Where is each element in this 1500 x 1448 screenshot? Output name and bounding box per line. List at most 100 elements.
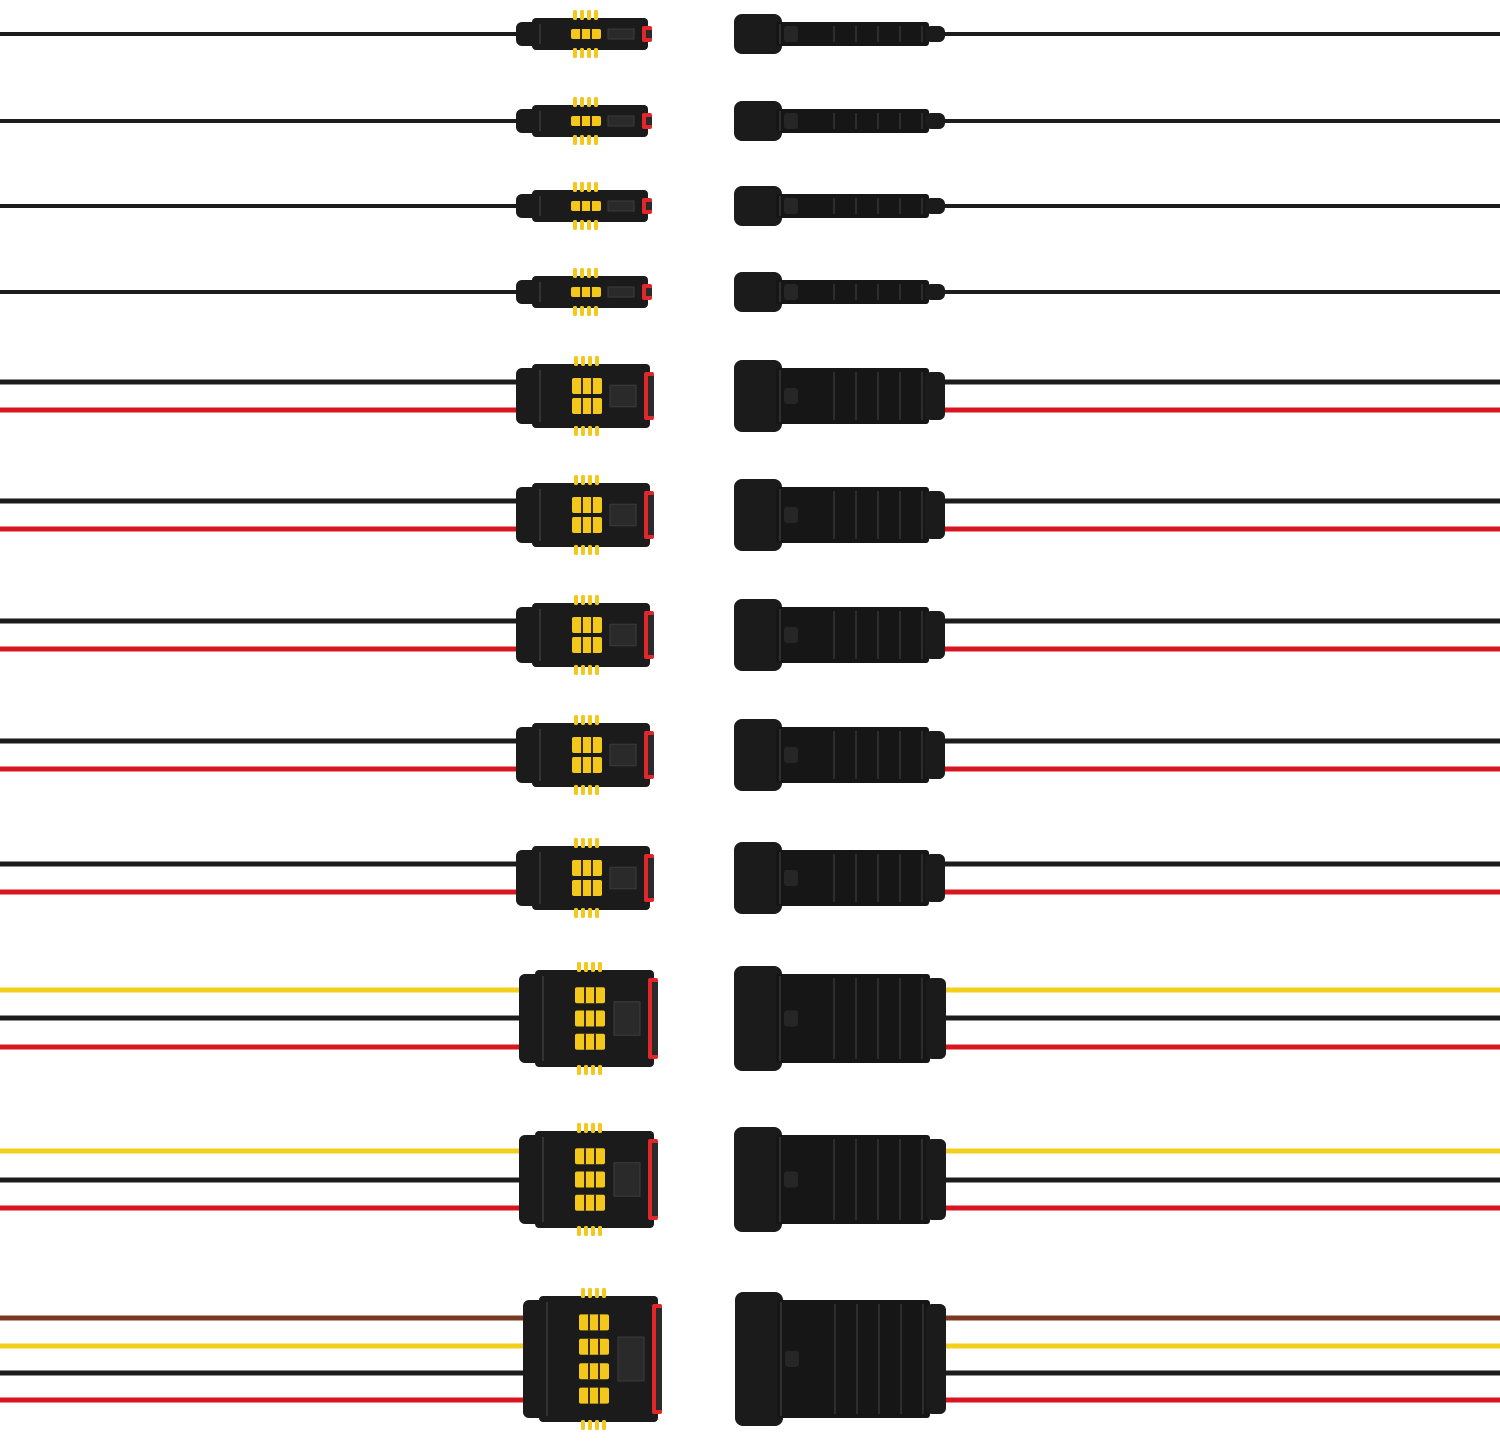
male-connector (734, 842, 945, 914)
latch-recess (609, 503, 637, 527)
latch-bump (784, 870, 798, 886)
female-connector (516, 182, 652, 230)
seal-rib (587, 182, 591, 192)
seal-rib (588, 1288, 592, 1298)
male-connector (735, 1292, 946, 1426)
seal-rib (591, 1065, 595, 1075)
female-connector (519, 962, 658, 1075)
front-collar (734, 360, 782, 432)
latch-bump (784, 284, 798, 300)
connector-pair-row (0, 595, 1500, 675)
seal-rib (595, 838, 599, 848)
seal-rib (595, 1288, 599, 1298)
latch-recess (609, 384, 637, 408)
female-connector (516, 356, 654, 436)
seal-rib (594, 306, 598, 316)
seal-rib (574, 838, 578, 848)
seal-rib (574, 545, 578, 555)
male-body (776, 727, 929, 783)
seal-rib (573, 182, 577, 192)
seal-rib (580, 135, 584, 145)
rear-boot (925, 731, 945, 779)
housing-body (532, 846, 650, 910)
seal-rib (598, 1226, 602, 1236)
latch-bump (784, 26, 798, 42)
female-connector (516, 10, 652, 58)
front-collar (735, 1292, 783, 1426)
male-connector (734, 14, 945, 54)
seal-rib (577, 1065, 581, 1075)
connector-pair-row (0, 268, 1500, 316)
seal-rib (598, 962, 602, 972)
seal-rib (588, 715, 592, 725)
seal-rib (595, 595, 599, 605)
male-body (776, 194, 929, 218)
seal-rib (588, 1420, 592, 1430)
tab-slot (652, 1143, 658, 1216)
connector-pair-row (0, 10, 1500, 58)
tab-slot (646, 288, 652, 296)
seal-rib (587, 306, 591, 316)
seal-rib (574, 908, 578, 918)
rear-boot (926, 1139, 946, 1220)
seal-rib (574, 475, 578, 485)
latch-recess (613, 1001, 641, 1036)
seal-rib (587, 97, 591, 107)
front-collar (734, 599, 782, 671)
seal-rib (602, 1288, 606, 1298)
male-connector (734, 360, 945, 432)
latch-bump (784, 627, 798, 643)
female-connector (516, 838, 654, 918)
female-connector (519, 1123, 658, 1236)
tab-slot (648, 735, 654, 775)
front-collar (734, 186, 782, 226)
latch-recess (609, 743, 637, 767)
seal-window (575, 1194, 605, 1211)
seal-rib (581, 1288, 585, 1298)
seal-rib (591, 1226, 595, 1236)
rear-boot (926, 1304, 946, 1414)
connector-pair-row (0, 838, 1500, 918)
seal-rib (594, 135, 598, 145)
seal-rib (581, 715, 585, 725)
housing-body (532, 603, 650, 667)
male-connector (734, 479, 945, 551)
seal-rib (595, 715, 599, 725)
seal-rib (584, 1065, 588, 1075)
male-body (776, 487, 929, 543)
female-connector (516, 715, 654, 795)
seal-rib (594, 48, 598, 58)
male-connector (734, 1127, 946, 1232)
seal-window (571, 201, 601, 211)
seal-rib (580, 306, 584, 316)
latch-bump (784, 198, 798, 214)
male-connector (734, 272, 945, 312)
seal-window (572, 517, 602, 533)
seal-rib (581, 475, 585, 485)
seal-window (575, 1171, 605, 1188)
male-body (776, 974, 930, 1063)
seal-window (579, 1338, 609, 1355)
latch-recess (613, 1162, 641, 1197)
housing-body (539, 1296, 658, 1422)
seal-rib (574, 715, 578, 725)
tab-slot (648, 858, 654, 898)
latch-recess (607, 115, 635, 127)
male-body (776, 109, 929, 133)
seal-rib (595, 785, 599, 795)
front-collar (734, 966, 782, 1071)
rear-boot (925, 372, 945, 420)
tab-slot (646, 30, 652, 38)
latch-bump (784, 1171, 798, 1188)
female-connector (516, 97, 652, 145)
front-collar (734, 719, 782, 791)
male-body (776, 22, 929, 46)
rear-boot (925, 611, 945, 659)
rear-boot (925, 854, 945, 902)
latch-bump (784, 113, 798, 129)
latch-recess (609, 623, 637, 647)
rear-boot (926, 978, 946, 1059)
male-connector (734, 599, 945, 671)
seal-rib (573, 306, 577, 316)
